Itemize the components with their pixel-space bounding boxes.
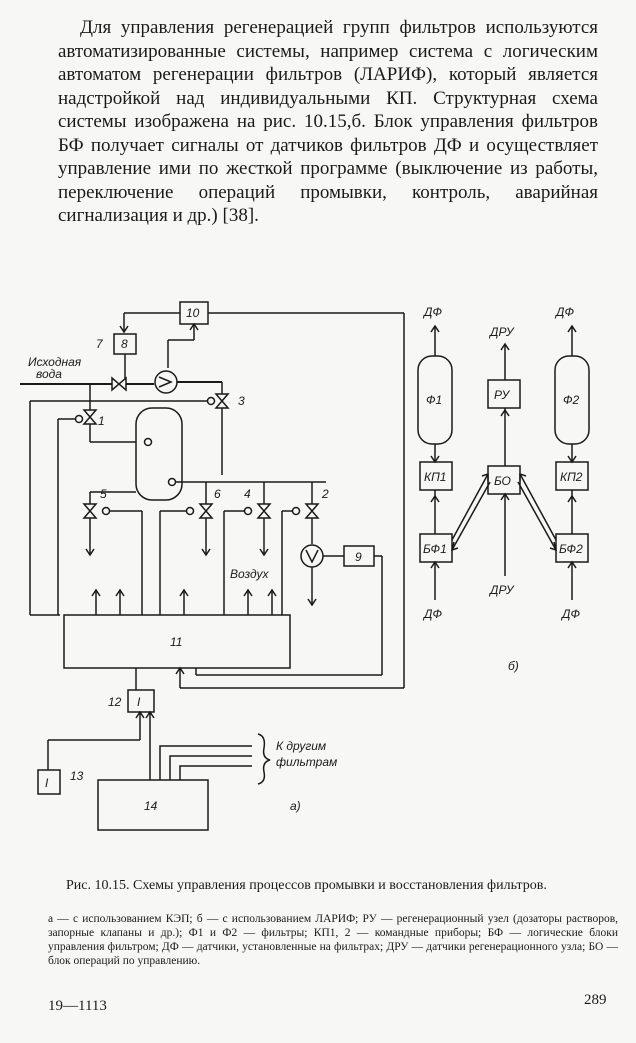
kp2-label: КП2 — [560, 470, 583, 484]
f1-label: Ф1 — [426, 393, 442, 407]
bf1-label: БФ1 — [423, 542, 447, 556]
block-9-label: 9 — [355, 550, 362, 564]
block-13 — [37, 769, 61, 795]
label-13: 13 — [70, 769, 84, 783]
bo-bf-links — [450, 472, 558, 552]
df-bottom-left: ДФ — [422, 607, 442, 621]
figure-caption-title: Рис. 10.15. Схемы управления процессов п… — [66, 878, 547, 893]
label-4: 4 — [244, 487, 251, 501]
f2-label: Ф2 — [563, 393, 580, 407]
ru-label: РУ — [494, 388, 510, 402]
label-5: 5 — [100, 487, 107, 501]
valve-2 — [304, 503, 320, 519]
air-label: Воздух — [230, 567, 269, 581]
block-14-outputs — [145, 710, 271, 785]
pump-2-icon — [300, 544, 324, 568]
block-11-inputs — [91, 588, 277, 615]
label-2: 2 — [321, 487, 329, 501]
page-number: 289 — [584, 992, 607, 1008]
bf2-label: БФ2 — [559, 542, 583, 556]
filter-tank — [135, 407, 183, 501]
valve-4 — [256, 503, 272, 519]
dru-top: ДРУ — [488, 325, 515, 339]
bo-label: БО — [494, 474, 511, 488]
figure-10-15: 10 8 7 Исходная вода 3 — [0, 270, 636, 880]
block-11 — [63, 614, 291, 669]
block-12 — [127, 689, 155, 713]
scheme-a: 10 8 7 Исходная вода 3 — [20, 301, 405, 831]
pump-icon — [154, 370, 178, 394]
other-filters-label-2: фильтрам — [276, 755, 337, 769]
df-top-right: ДФ — [554, 305, 574, 319]
valve-3 — [214, 393, 230, 409]
block-8-label: 8 — [121, 337, 128, 351]
figure-svg: 10 8 7 Исходная вода 3 — [20, 301, 590, 831]
ru-box — [487, 379, 521, 409]
label-3: 3 — [238, 394, 245, 408]
label-7: 7 — [96, 337, 104, 351]
valve-7 — [111, 376, 127, 392]
panel-b-label: б) — [508, 659, 519, 673]
kp1-label: КП1 — [424, 470, 446, 484]
valve-1 — [82, 409, 98, 425]
figure-caption-body: а — с использованием КЭП; б — с использо… — [48, 913, 618, 967]
other-filters-label: К другим — [276, 739, 326, 753]
panel-a-label: а) — [290, 799, 301, 813]
label-1: 1 — [98, 414, 105, 428]
block-11-label: 11 — [170, 635, 182, 649]
block-12-label: I — [137, 695, 141, 709]
body-paragraph: Для управления регенерацией групп фильтр… — [58, 17, 598, 226]
kp1-box — [419, 461, 453, 491]
label-12: 12 — [108, 695, 122, 709]
label-6: 6 — [214, 487, 221, 501]
block-14 — [97, 779, 209, 831]
inlet-label: Исходная — [28, 355, 82, 369]
block-13-label: I — [45, 776, 49, 790]
valve-6 — [198, 503, 214, 519]
block-10-label: 10 — [186, 306, 200, 320]
inlet-label-2: вода — [36, 367, 62, 381]
df-bottom-right: ДФ — [560, 607, 580, 621]
df-top-left: ДФ — [422, 305, 442, 319]
dru-bottom: ДРУ — [488, 583, 515, 597]
valve-5 — [82, 503, 98, 519]
scheme-b: ДФ Ф1 КП1 БФ1 ДФ ДРУ РУ БО ДРУ ДФ Ф2 — [417, 305, 590, 673]
printer-signature: 19—1113 — [48, 998, 107, 1014]
block-14-label: 14 — [144, 799, 158, 813]
